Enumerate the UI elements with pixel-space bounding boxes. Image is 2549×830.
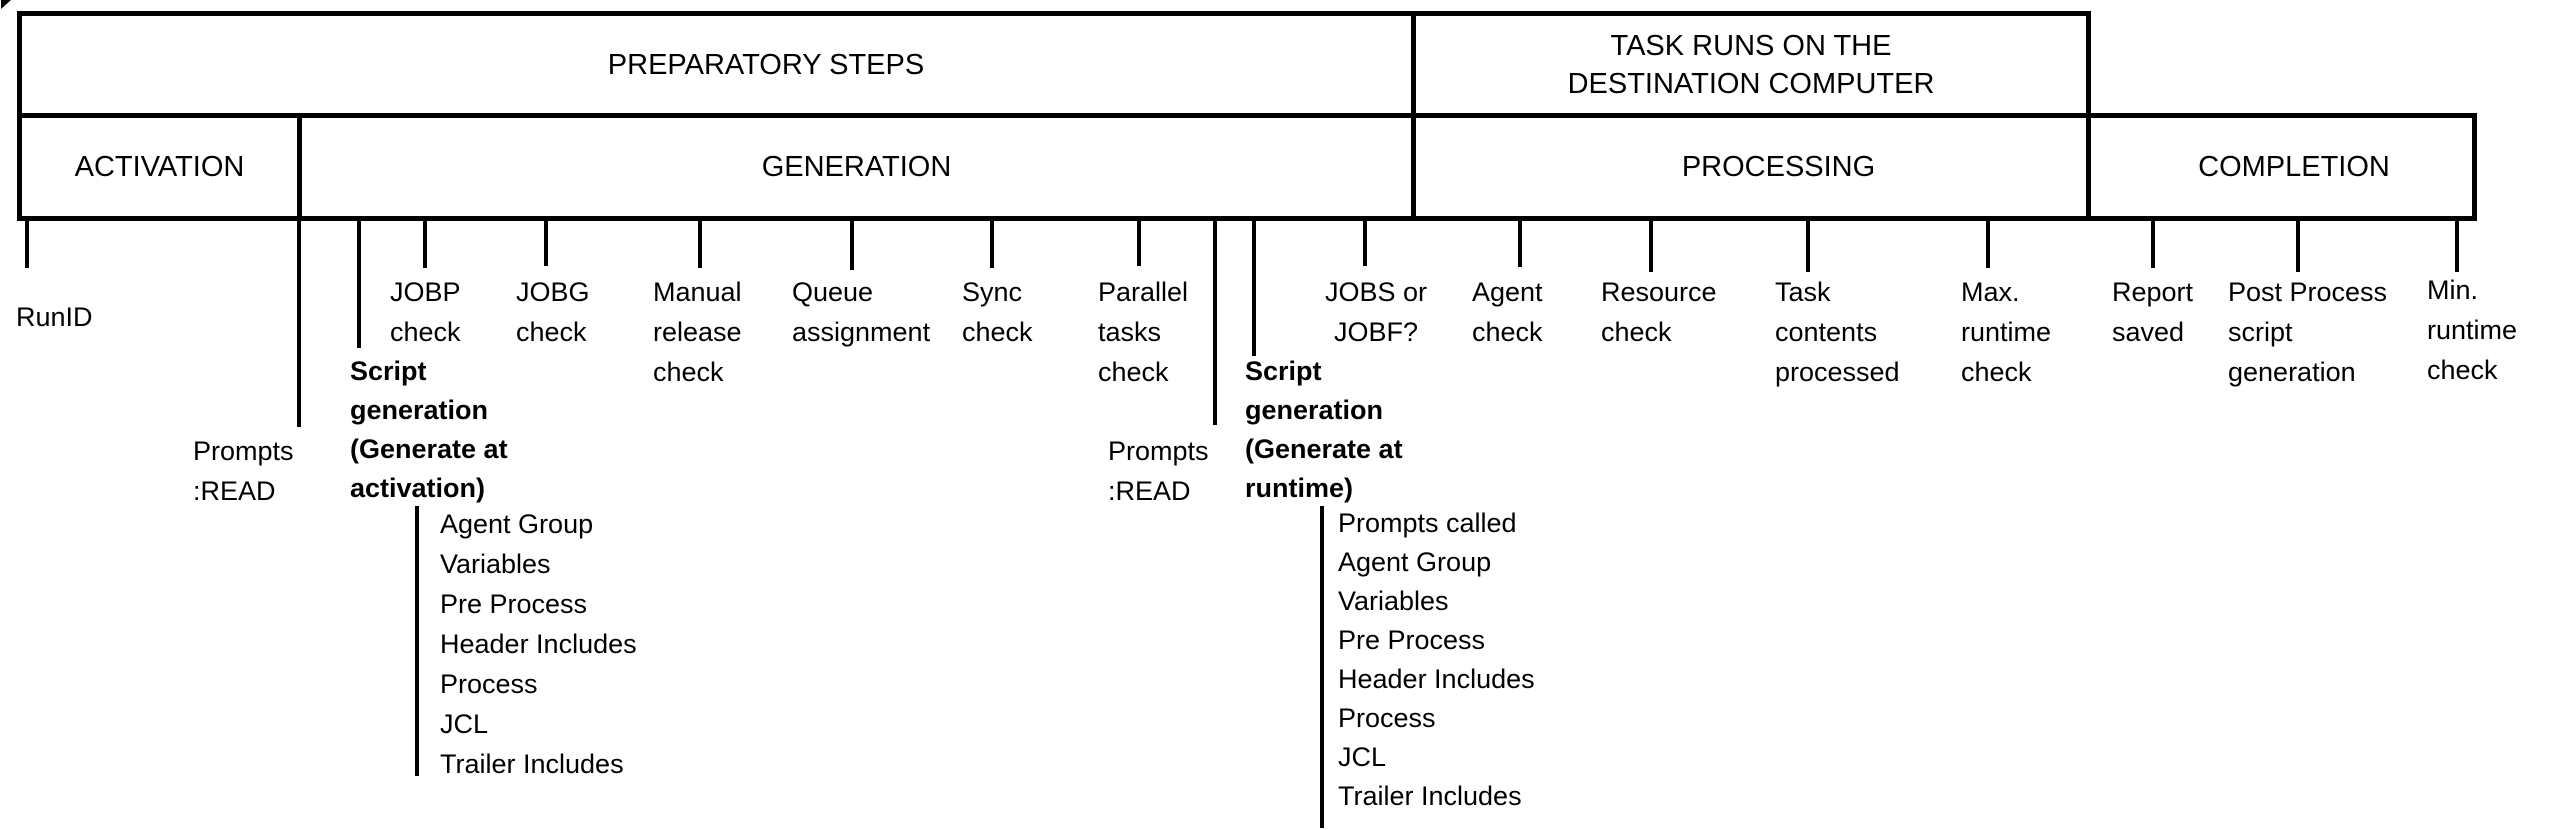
tick-prompts-read-runtime [1213,220,1217,425]
step-label-min-runtime-check: Min. runtime check [2427,275,2518,385]
vline-completion-right [2472,113,2477,221]
step-label-jobp-check: JOBP check [390,277,461,347]
tick-runid [25,220,29,268]
step-label-sync-check: Sync check [962,277,1033,347]
step-label-prompts-read-runtime: Prompts :READ [1108,436,1209,506]
tick-script-generation-runtime [1252,220,1256,356]
list-item: Header Includes [440,629,637,659]
list-item: Header Includes [1338,664,1535,694]
tick-report-saved [2151,220,2155,268]
tick-script-generation-activation [357,220,361,348]
list-item: Prompts called [1338,508,1517,538]
step-label-resource-check: Resource check [1601,277,1717,347]
tick-jobp-check [423,220,427,268]
list-item: Agent Group [1338,547,1492,577]
list-item: Variables [1338,586,1449,616]
step-label-manual-release-check: Manual release check [653,277,742,387]
step-label-script-generation-activation: Script generation (Generate at activatio… [350,356,508,503]
list-item: Pre Process [440,589,588,619]
tick-parallel-tasks-check [1137,220,1141,266]
phase-processing: PROCESSING [1681,151,1876,183]
tick-manual-release-check [698,220,702,268]
header-preparatory-steps: PREPARATORY STEPS [607,48,925,81]
tick-prompts-read-activation [297,221,301,427]
vline-activation-generation [297,113,302,221]
step-label-post-process: Post Process script generation [2228,277,2388,387]
list-item: Pre Process [1338,625,1486,655]
step-label-jobg-check: JOBG check [516,277,590,347]
list-item: Process [1338,703,1436,733]
step-label-script-generation-runtime: Script generation (Generate at runtime) [1245,356,1403,503]
list-item: Trailer Includes [440,749,624,779]
header-task-runs: TASK RUNS ON THE DESTINATION COMPUTER [1567,29,1935,100]
vline-generation-processing [1411,11,1416,221]
step-label-runid: RunID [16,302,93,332]
tick-jobs-or-jobf [1363,220,1367,266]
script-details-activation: Agent Group Variables Pre Process Header… [440,504,637,784]
step-label-parallel-tasks-check: Parallel tasks check [1098,277,1189,387]
tick-task-contents-processed [1806,220,1810,272]
tick-jobg-check [544,220,548,266]
list-item: Variables [440,549,551,579]
list-item: Process [440,669,538,699]
step-label-queue-assignment: Queue assignment [792,277,931,347]
script-details-runtime: Prompts called Agent Group Variables Pre… [1338,504,1535,816]
tick-resource-check [1649,220,1653,272]
tick-min-runtime-check [2455,220,2459,272]
tick-agent-check [1518,220,1522,267]
tick-queue-assignment [850,220,854,270]
phase-generation: GENERATION [761,151,952,183]
tick-post-process [2296,220,2300,272]
list-item: JCL [440,709,489,739]
hline-middle [17,113,2477,118]
corner-artifact [1,0,11,9]
phase-activation: ACTIVATION [74,151,245,183]
step-label-prompts-read-activation: Prompts :READ [193,436,294,506]
bar-script-details-activation [415,506,419,776]
hline-bottom [17,216,2477,221]
tick-sync-check [990,220,994,268]
step-label-agent-check: Agent check [1472,277,1543,347]
list-item: Agent Group [440,509,594,539]
hline-top [17,11,2090,16]
vline-processing-completion [2086,11,2091,221]
list-item: JCL [1338,742,1387,772]
vline-left [17,11,22,221]
bar-script-details-runtime [1320,506,1324,828]
step-label-max-runtime-check: Max. runtime check [1961,277,2052,387]
step-label-task-contents-processed: Task contents processed [1775,277,1900,387]
step-label-report-saved: Report saved [2112,277,2194,347]
phase-completion: COMPLETION [2198,151,2390,183]
step-label-jobs-or-jobf: JOBS or JOBF? [1324,277,1428,347]
list-item: Trailer Includes [1338,781,1522,811]
tick-max-runtime-check [1986,220,1990,268]
